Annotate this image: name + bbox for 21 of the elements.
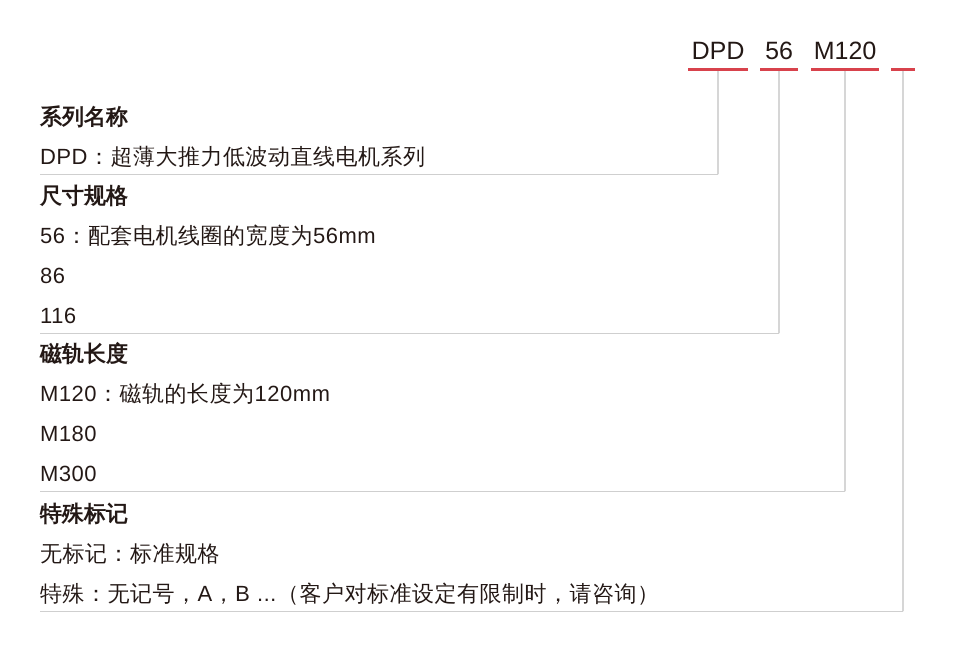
underlined-code: 56 <box>760 34 798 71</box>
leader-line <box>717 71 719 174</box>
spec-text: M300 <box>40 461 98 486</box>
spec-text: 无标记：标准规格 <box>40 541 220 566</box>
section-heading: 磁轨长度 <box>40 341 128 366</box>
leader-line <box>844 71 846 492</box>
spec-text: 116 <box>40 303 77 328</box>
section-heading: 尺寸规格 <box>40 183 128 208</box>
section-heading: 特殊标记 <box>40 501 128 526</box>
section-heading: 系列名称 <box>40 104 128 129</box>
leader-line <box>902 71 904 612</box>
placeholder-dash <box>891 68 915 71</box>
spec-text: 56：配套电机线圈的宽度为56mm <box>40 223 376 248</box>
spec-text: 86 <box>40 263 66 288</box>
spec-text: M120：磁轨的长度为120mm <box>40 381 330 406</box>
spec-text: M180 <box>40 421 98 446</box>
spec-text: DPD：超薄大推力低波动直线电机系列 <box>40 144 426 169</box>
spec-text: 特殊：无记号，A，B ...（客户对标准设定有限制时，请咨询） <box>40 581 660 606</box>
leader-line <box>778 71 780 334</box>
underlined-code: DPD <box>688 34 748 71</box>
underlined-code: M120 <box>811 34 879 71</box>
